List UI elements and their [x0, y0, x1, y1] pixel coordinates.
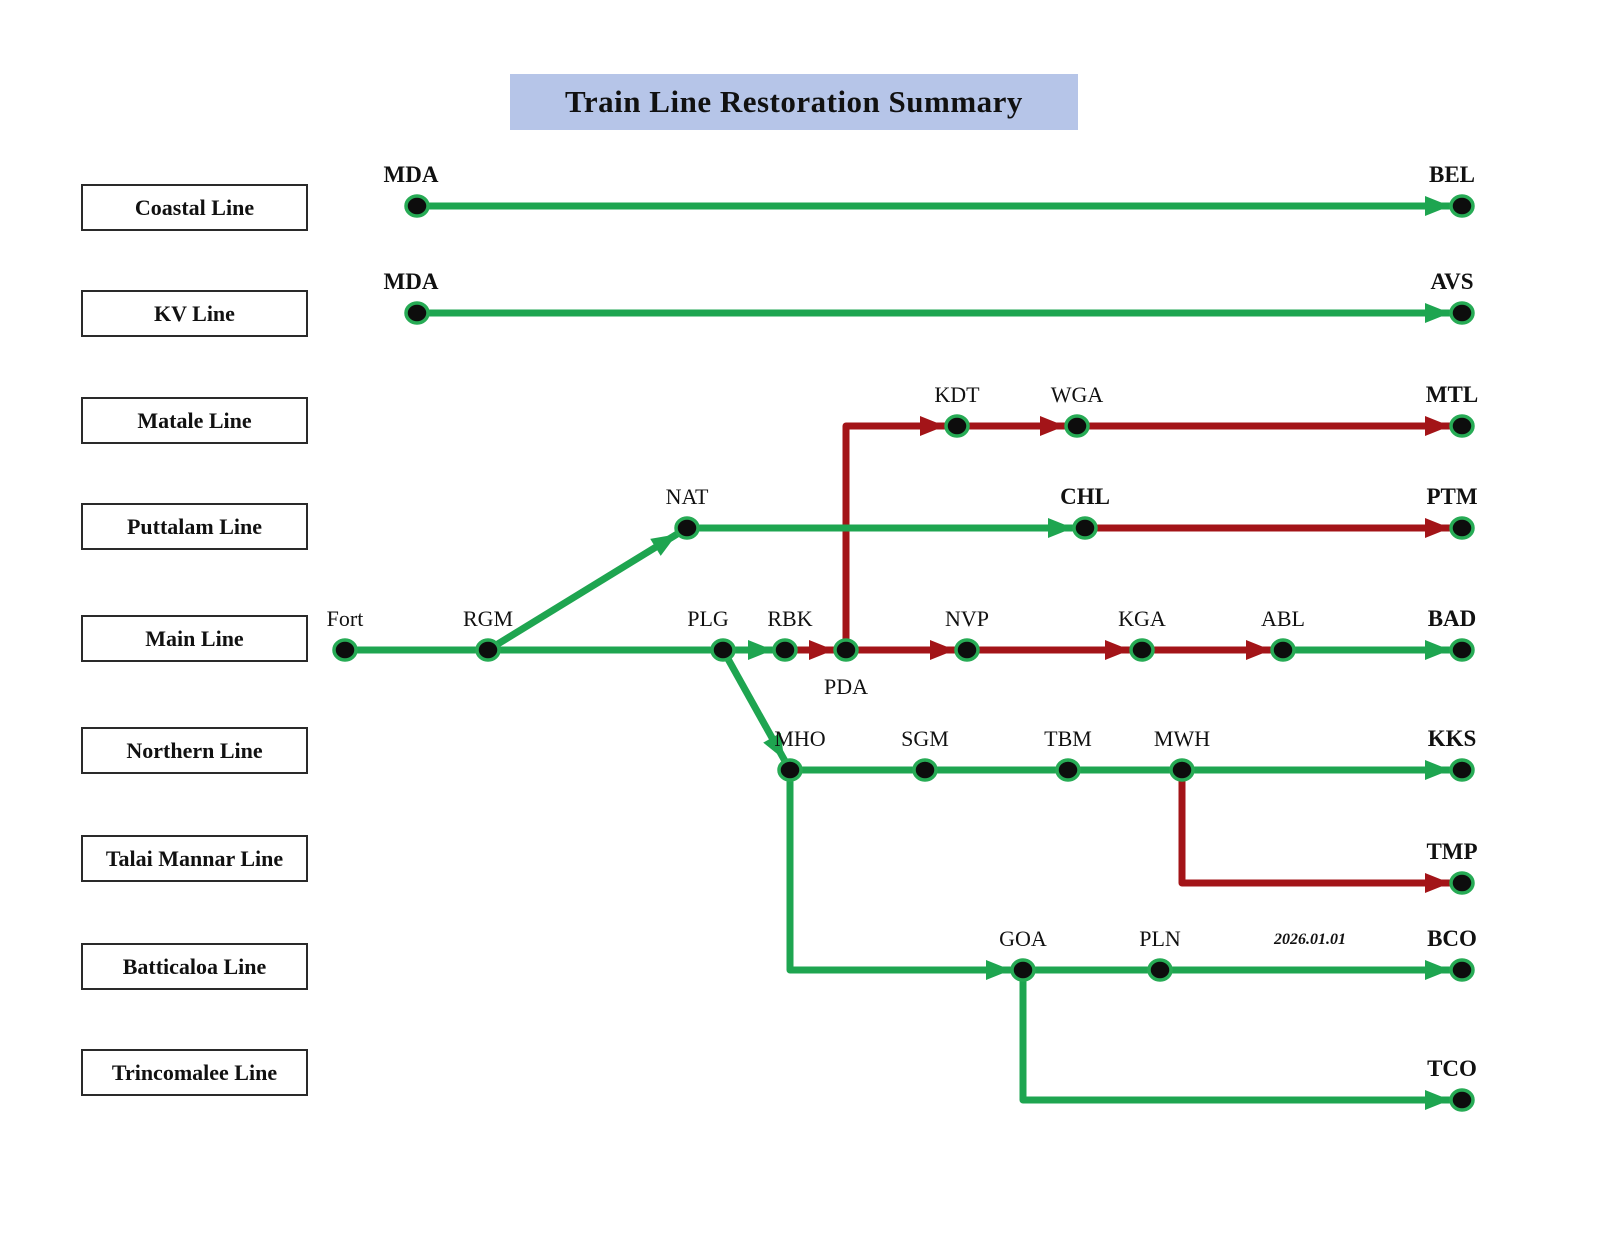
arrowhead-mho-kks — [1425, 760, 1450, 780]
station-node-kga — [1129, 638, 1155, 662]
station-label-fort: Fort — [327, 606, 364, 631]
track-rgm-nat — [486, 525, 689, 653]
station-node-abl — [1270, 638, 1296, 662]
station-label-mwh: MWH — [1154, 726, 1210, 751]
station-node-nat — [674, 516, 700, 540]
station-node-bco — [1449, 958, 1475, 982]
station-node-mda-coastal — [404, 194, 430, 218]
line-box-trincomalee-line: Trincomalee Line — [81, 1049, 308, 1096]
station-node-nvp — [954, 638, 980, 662]
station-node-bad — [1449, 638, 1475, 662]
station-label-tbm: TBM — [1044, 726, 1092, 751]
line-box-northern-line: Northern Line — [81, 727, 308, 774]
station-label-kga: KGA — [1118, 606, 1166, 631]
line-box-coastal-line: Coastal Line — [81, 184, 308, 231]
station-label-goa: GOA — [999, 926, 1047, 951]
station-label-mda-kv: MDA — [384, 269, 439, 294]
station-label-mtl: MTL — [1426, 382, 1478, 407]
station-node-kks — [1449, 758, 1475, 782]
arrowhead-pda-nvp — [930, 640, 955, 660]
station-node-goa — [1010, 958, 1036, 982]
page-title: Train Line Restoration Summary — [510, 74, 1078, 130]
arrowhead-kdt-wga — [1040, 416, 1065, 436]
station-node-tco — [1449, 1088, 1475, 1112]
station-label-tco: TCO — [1427, 1056, 1477, 1081]
arrowhead-plg-mho — [763, 732, 785, 760]
arrowhead-wga-mtl — [1425, 416, 1450, 436]
arrowhead-chl-ptm — [1425, 518, 1450, 538]
track-mho-goa — [786, 770, 1023, 974]
station-label-avs: AVS — [1430, 269, 1473, 294]
arrowhead-fort-rbk — [748, 640, 773, 660]
station-node-plg — [710, 638, 736, 662]
station-label-rbk: RBK — [767, 606, 812, 631]
station-node-mwh — [1169, 758, 1195, 782]
arrowhead-goa-tco — [1425, 1090, 1450, 1110]
station-label-kks: KKS — [1428, 726, 1477, 751]
arrowhead-rbk-pda — [809, 640, 834, 660]
line-box-puttalam-line: Puttalam Line — [81, 503, 308, 550]
arrowhead-rgm-nat — [650, 534, 677, 556]
line-box-matale-line: Matale Line — [81, 397, 308, 444]
arrowhead-kga-abl — [1246, 640, 1271, 660]
station-label-bel: BEL — [1429, 162, 1475, 187]
restoration-date-annotation: 2026.01.01 — [1273, 931, 1346, 948]
station-node-kdt — [944, 414, 970, 438]
station-node-ptm — [1449, 516, 1475, 540]
track-goa-tco — [1019, 970, 1462, 1104]
station-label-mda-coastal: MDA — [384, 162, 439, 187]
station-label-chl: CHL — [1060, 484, 1110, 509]
station-node-rbk — [772, 638, 798, 662]
station-label-kdt: KDT — [934, 382, 980, 407]
station-node-tbm — [1055, 758, 1081, 782]
arrowhead-mwh-tmp — [1425, 873, 1450, 893]
arrowhead-nat-chl — [1048, 518, 1073, 538]
arrowhead-mho-goa — [986, 960, 1011, 980]
station-node-chl — [1072, 516, 1098, 540]
station-node-wga — [1064, 414, 1090, 438]
line-box-talai-mannar-line: Talai Mannar Line — [81, 835, 308, 882]
station-label-ptm: PTM — [1426, 484, 1477, 509]
station-label-wga: WGA — [1051, 382, 1104, 407]
arrowhead-nvp-kga — [1105, 640, 1130, 660]
station-label-nat: NAT — [666, 484, 709, 509]
station-label-mho: MHO — [774, 726, 825, 751]
station-node-pda — [833, 638, 859, 662]
station-label-plg: PLG — [687, 606, 729, 631]
arrowhead-goa-bco — [1425, 960, 1450, 980]
station-node-mho — [777, 758, 803, 782]
line-box-kv-line: KV Line — [81, 290, 308, 337]
station-label-bco: BCO — [1427, 926, 1477, 951]
station-node-mda-kv — [404, 301, 430, 325]
station-node-sgm — [912, 758, 938, 782]
track-mwh-tmp — [1178, 770, 1462, 887]
station-label-bad: BAD — [1428, 606, 1477, 631]
station-label-abl: ABL — [1261, 606, 1305, 631]
arrowhead-abl-bad — [1425, 640, 1450, 660]
station-node-tmp — [1449, 871, 1475, 895]
station-label-sgm: SGM — [901, 726, 949, 751]
station-node-bel — [1449, 194, 1475, 218]
station-node-rgm — [475, 638, 501, 662]
arrowhead-mda-avs — [1425, 303, 1450, 323]
station-node-pln — [1147, 958, 1173, 982]
station-label-nvp: NVP — [945, 606, 989, 631]
station-node-avs — [1449, 301, 1475, 325]
station-label-pln: PLN — [1139, 926, 1181, 951]
track-pda-kdt — [842, 422, 957, 650]
station-label-rgm: RGM — [463, 606, 513, 631]
arrowhead-pda-kdt — [920, 416, 945, 436]
line-box-batticaloa-line: Batticaloa Line — [81, 943, 308, 990]
station-node-fort — [332, 638, 358, 662]
station-label-tmp: TMP — [1426, 839, 1477, 864]
station-label-pda: PDA — [824, 674, 868, 699]
line-box-main-line: Main Line — [81, 615, 308, 662]
station-node-mtl — [1449, 414, 1475, 438]
arrowhead-mda-bel — [1425, 196, 1450, 216]
